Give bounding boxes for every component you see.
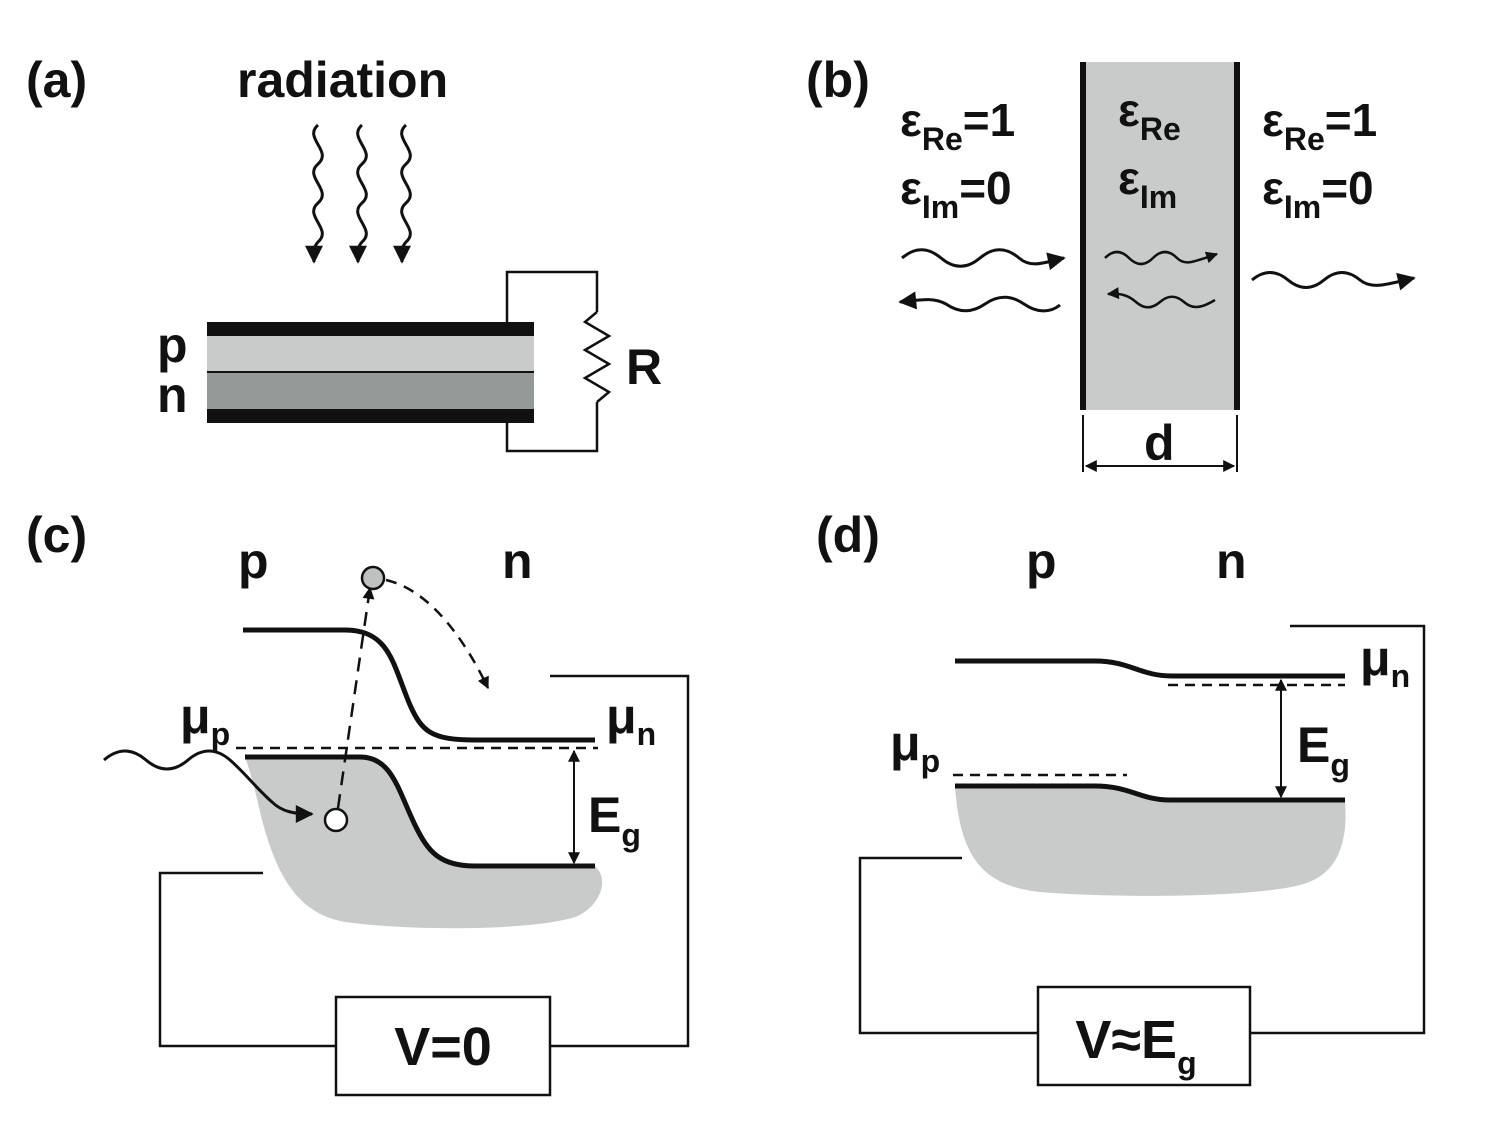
bandgap-label: Eg xyxy=(588,787,641,853)
panel-a-tag: (a) xyxy=(26,52,87,108)
radiation-ray-1 xyxy=(304,123,324,264)
circuit-wire-bottom xyxy=(505,402,599,453)
p-layer-label: p xyxy=(157,317,188,373)
external-wire-left xyxy=(858,856,1038,1035)
electron-particle xyxy=(360,565,386,591)
radiation-rays xyxy=(304,123,412,264)
valence-band-edge xyxy=(245,754,595,869)
top-contact xyxy=(207,322,534,336)
conduction-band-edge xyxy=(243,627,595,743)
slab-eps-im: εIm xyxy=(1118,152,1177,215)
mu-p-label: μp xyxy=(180,688,230,752)
slab-eps-re: εRe xyxy=(1118,84,1181,147)
external-wire-right xyxy=(550,674,690,1048)
conduction-band-edge xyxy=(955,658,1345,679)
n-side-label: n xyxy=(1216,533,1247,589)
relaxation-path xyxy=(385,578,490,690)
bandgap-label: Eg xyxy=(1297,717,1350,783)
circuit-wire-top xyxy=(505,270,599,322)
external-wire-left xyxy=(158,871,336,1048)
voltage-label: V≈Eg xyxy=(1075,1010,1196,1081)
thickness-label: d xyxy=(1144,415,1175,471)
panel-c-tag: (c) xyxy=(26,507,87,563)
left-eps-re: εRe=1 xyxy=(900,94,1015,157)
right-eps-im: εIm=0 xyxy=(1262,162,1374,225)
voltmeter-box xyxy=(334,995,552,1097)
inner-wave-forward xyxy=(1104,250,1219,266)
p-side-label: p xyxy=(238,533,269,589)
panel-d-tag: (d) xyxy=(816,507,880,563)
n-layer xyxy=(207,373,534,409)
p-layer xyxy=(207,336,534,372)
thickness-marker xyxy=(1082,415,1238,472)
panel-b-tag: (b) xyxy=(806,52,870,108)
resistor-symbol xyxy=(582,311,612,403)
load-circuit xyxy=(505,270,612,453)
panel-c: (c) p n μp μn Eg V=0 xyxy=(26,507,690,1097)
valence-band-fill xyxy=(955,786,1346,896)
left-eps-im: εIm=0 xyxy=(900,162,1012,225)
transmitted-wave xyxy=(1251,271,1416,291)
voltage-label: V=0 xyxy=(394,1017,492,1077)
reflected-wave xyxy=(898,291,1061,313)
bottom-contact xyxy=(207,409,534,423)
panel-d: (d) p n μp μn Eg V≈Eg xyxy=(816,507,1426,1087)
absorber-slab xyxy=(1083,62,1237,410)
external-wire-right xyxy=(1250,624,1426,1035)
right-eps-re: εRe=1 xyxy=(1262,94,1377,157)
resistor-label: R xyxy=(626,339,662,395)
radiation-label: radiation xyxy=(237,52,448,108)
incident-wave xyxy=(901,248,1066,271)
wave-arrows xyxy=(898,248,1416,313)
incoming-photon xyxy=(103,749,314,823)
inner-wave-backward xyxy=(1106,287,1216,309)
voltmeter-box xyxy=(1036,985,1252,1087)
mu-p-label: μp xyxy=(890,715,940,779)
hole-particle xyxy=(323,807,349,833)
mu-n-label: μn xyxy=(606,688,656,752)
panel-a: (a) radiation p n R xyxy=(26,52,662,453)
radiation-ray-3 xyxy=(392,123,412,264)
n-side-label: n xyxy=(502,533,533,589)
radiation-ray-2 xyxy=(348,123,368,264)
excitation-path xyxy=(336,586,375,809)
n-layer-label: n xyxy=(157,367,188,423)
mu-n-label: μn xyxy=(1360,630,1410,694)
valence-band-edge xyxy=(955,783,1345,803)
p-side-label: p xyxy=(1026,533,1057,589)
pn-junction-stack xyxy=(207,322,534,423)
panel-b: (b) εRe=1 εIm=0 εRe εIm εRe=1 εIm=0 d xyxy=(806,52,1416,472)
